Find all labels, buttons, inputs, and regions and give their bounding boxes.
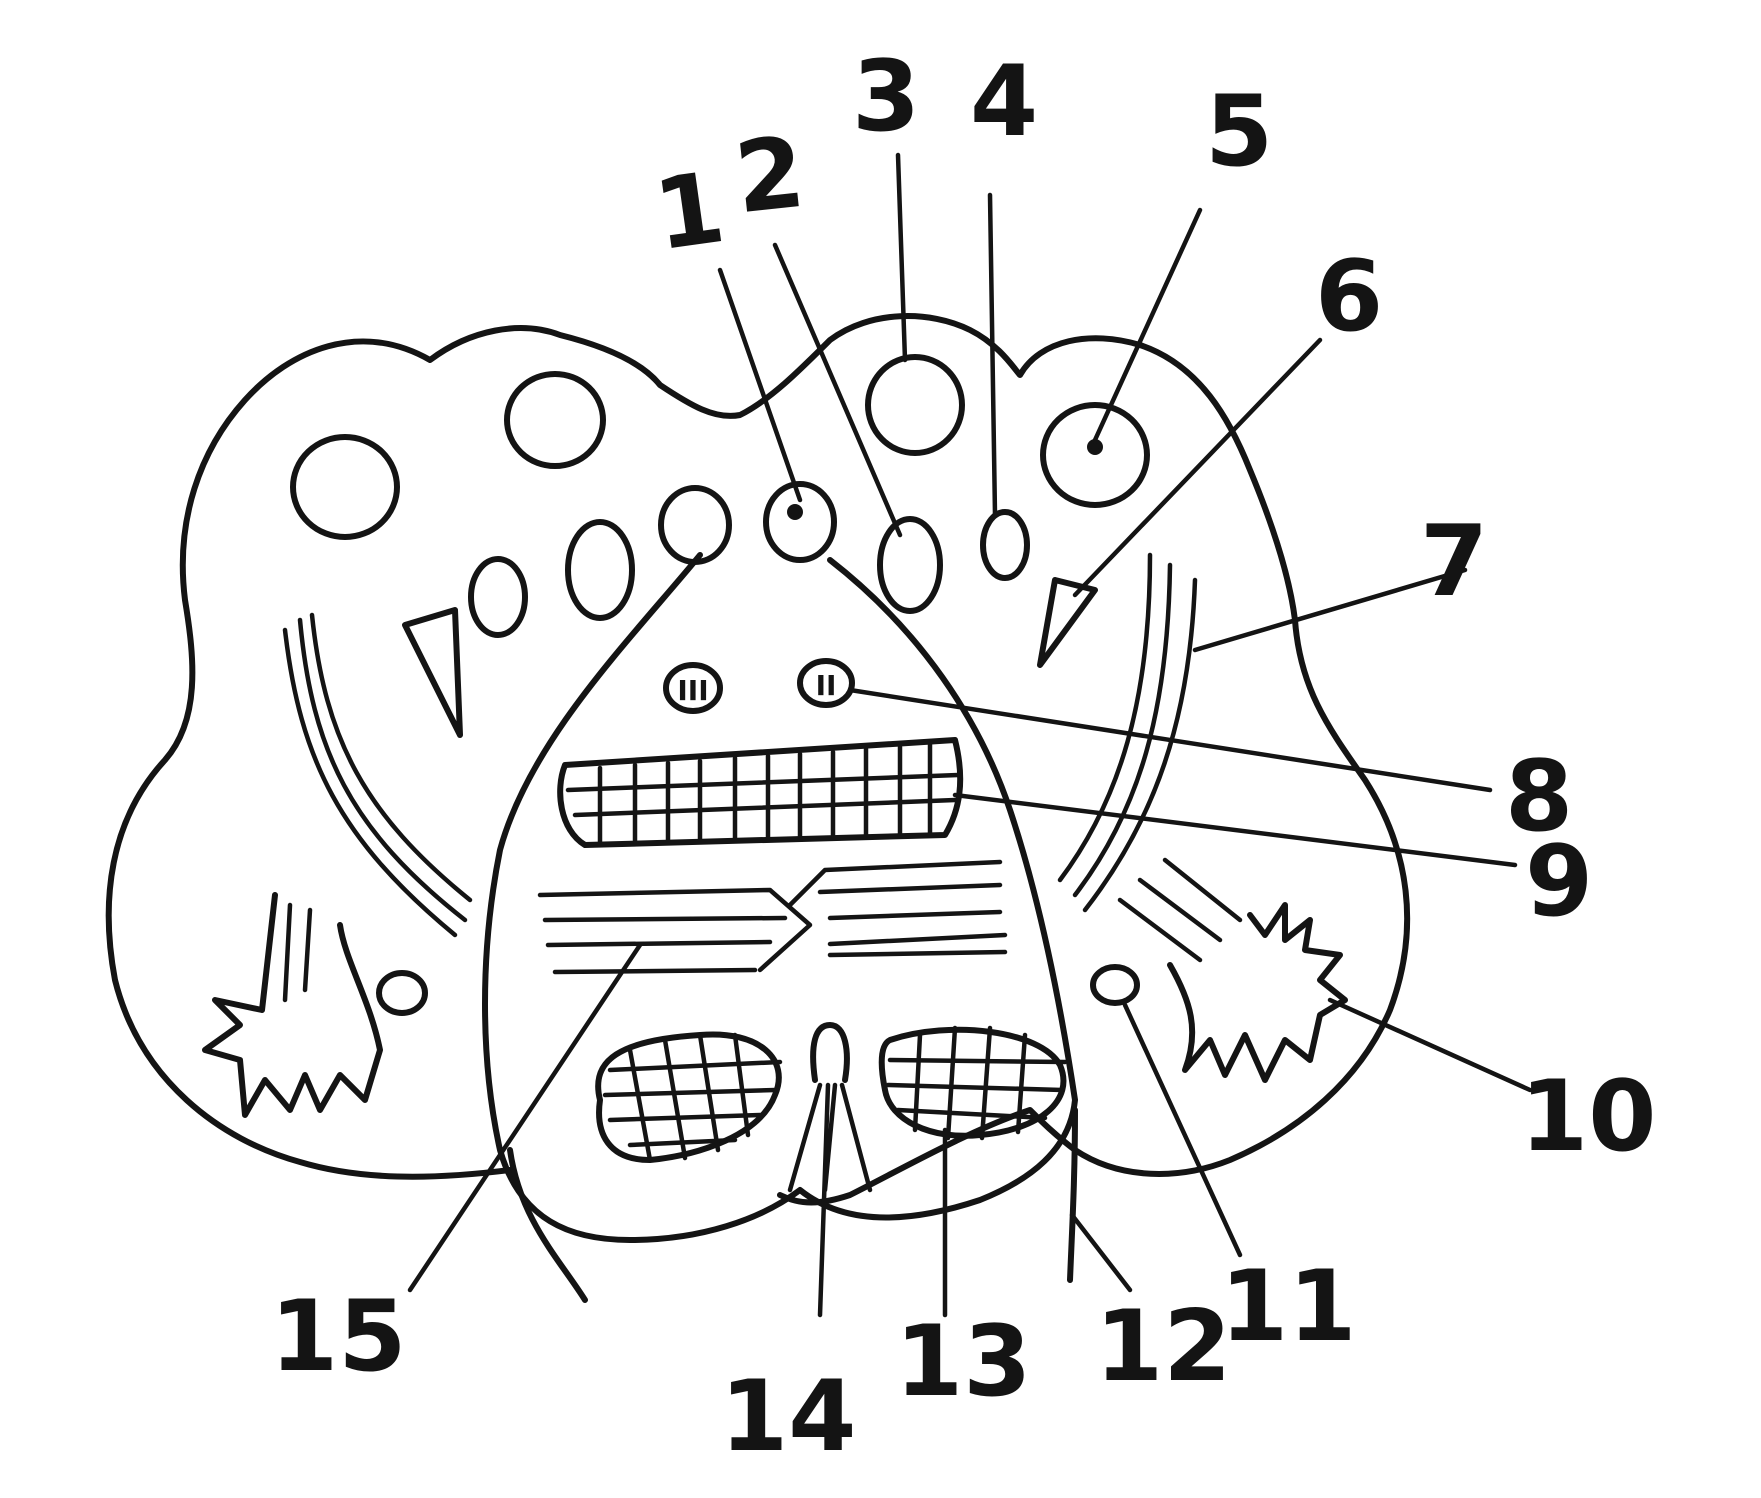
leader-3 (895, 152, 908, 363)
leader-11 (1122, 1002, 1243, 1258)
root-stump-10 (1117, 857, 1348, 1083)
label-14: 14 (720, 1360, 856, 1474)
leader-4 (987, 192, 998, 518)
left-bottom-line (507, 1147, 588, 1303)
fissure-line-c (839, 1082, 873, 1193)
label-9: 9 (1525, 825, 1593, 939)
label-15: 15 (270, 1280, 406, 1394)
label-2: 2 (730, 116, 810, 237)
label-4: 4 (970, 45, 1038, 159)
arc-lines-left (282, 612, 473, 938)
outer-outline (105, 313, 1411, 1206)
nucleus-left (663, 662, 723, 714)
label-3: 3 (852, 40, 920, 154)
fissure-line-a (787, 1082, 823, 1193)
ellipse-row2-a (468, 556, 528, 638)
label-11: 11 (1220, 1250, 1356, 1364)
grid-block-9 (557, 737, 964, 848)
circle-3 (865, 354, 965, 456)
decussation-lines (537, 859, 1008, 975)
leader-12 (1069, 1212, 1133, 1293)
leader-2 (772, 242, 903, 538)
triangle-left (402, 607, 463, 738)
hatched-oval-left (595, 1031, 783, 1163)
leader-8 (847, 687, 1493, 793)
label-12: 12 (1095, 1290, 1231, 1404)
central-fissure-14 (810, 1022, 850, 1083)
circle-1 (763, 481, 837, 563)
ellipse-row2-c (658, 485, 732, 565)
label-10: 10 (1520, 1060, 1656, 1174)
leader-14 (817, 1082, 831, 1318)
label-8: 8 (1505, 740, 1573, 854)
root-stump-left (202, 892, 383, 1118)
ellipse-4 (980, 509, 1030, 581)
nucleus-8 (797, 658, 855, 708)
ellipse-2 (877, 516, 943, 614)
label-13: 13 (895, 1305, 1031, 1419)
circle-1-center-dot (787, 504, 803, 520)
triangle-6 (1037, 577, 1098, 668)
arc-lines-7 (1057, 552, 1198, 913)
leader-7 (1192, 567, 1468, 653)
leader-9 (952, 792, 1518, 868)
circle-top-left-2 (504, 371, 606, 469)
right-bottom-line (1067, 1107, 1078, 1283)
label-5: 5 (1205, 75, 1273, 189)
leader-5 (1092, 207, 1203, 443)
circle-5-center-dot (1087, 439, 1103, 455)
label-7: 7 (1420, 505, 1488, 619)
leader-6 (1072, 337, 1323, 598)
leader-15 (407, 942, 643, 1293)
label-1: 1 (648, 151, 731, 273)
small-circle-left (376, 970, 428, 1016)
circle-5 (1040, 402, 1150, 508)
hatched-oval-13 (878, 1025, 1068, 1141)
leader-1 (717, 267, 803, 503)
nucleus-right-mark: II (816, 669, 837, 702)
central-triangle-region (482, 552, 1078, 1243)
circle-top-far-left (290, 434, 400, 540)
leader-10 (1327, 997, 1533, 1093)
nucleus-left-mark: III (677, 674, 708, 707)
leader-lines (407, 152, 1533, 1318)
label-6: 6 (1315, 240, 1383, 354)
small-circle-11 (1090, 964, 1140, 1006)
ellipse-row2-b (565, 519, 635, 621)
